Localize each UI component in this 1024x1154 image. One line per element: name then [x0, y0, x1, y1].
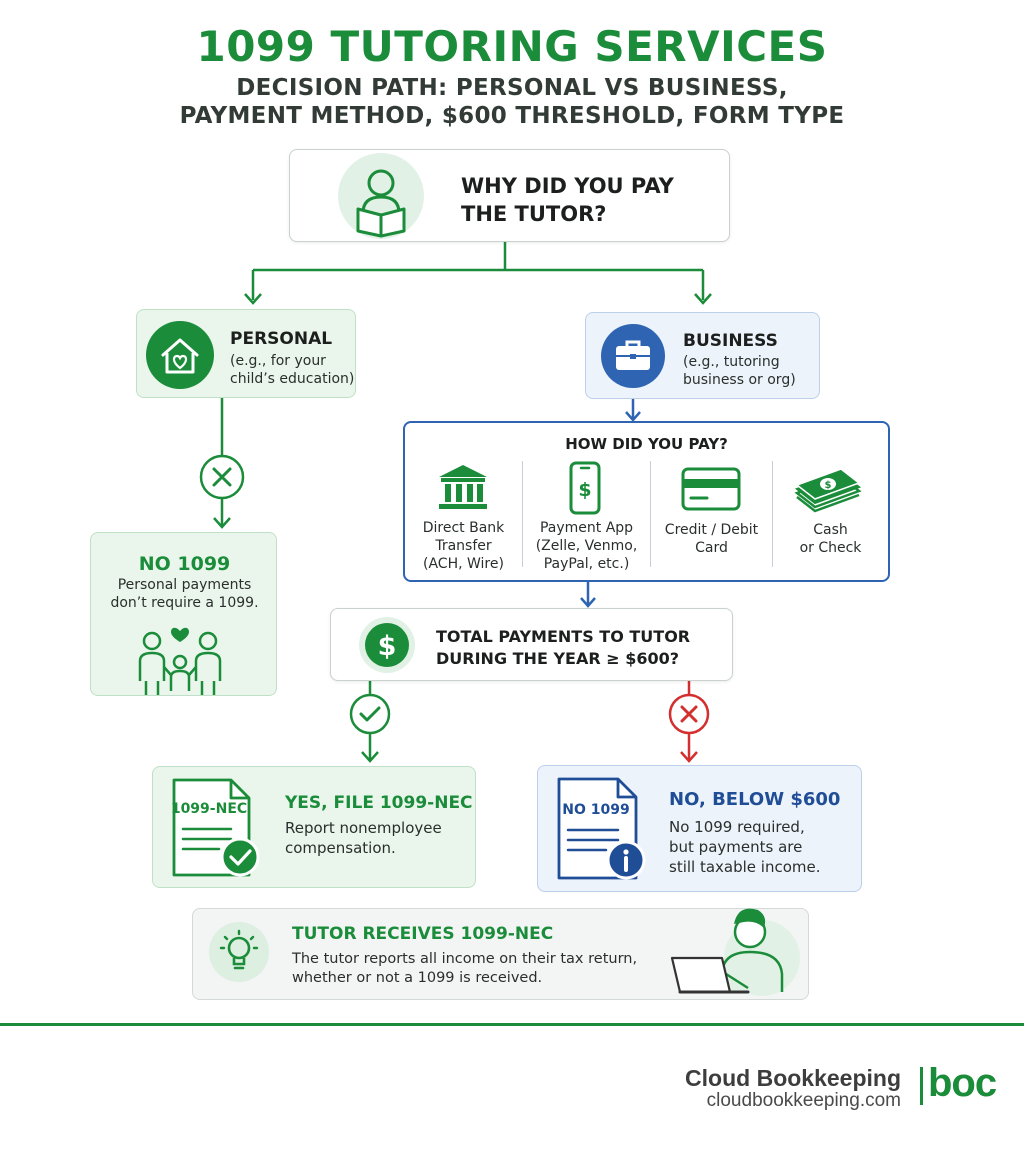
divider [522, 461, 523, 567]
no-1099-personal-box: NO 1099 Personal payments don’t require … [90, 532, 277, 696]
svg-text:$: $ [578, 479, 591, 501]
yes-file-line-1: Report nonemployee [285, 819, 442, 837]
tutor-receives-line-2: whether or not a 1099 is received. [292, 970, 543, 986]
yes-file-box: 1099-NEC YES, FILE 1099-NEC Report nonem… [152, 766, 476, 888]
yes-check-circle-icon [349, 693, 391, 735]
payment-method-app: Payment App (Zelle, Venmo, PayPal, etc.) [523, 519, 650, 573]
payment-method-label: PayPal, etc.) [543, 556, 630, 572]
payment-method-cash: Cash or Check [773, 521, 888, 557]
payment-method-label: Cash [813, 522, 848, 538]
payment-method-label: Payment App [539, 520, 634, 536]
footer-brand: Cloud Bookkeeping [685, 1065, 901, 1091]
question-box: WHY DID YOU PAY THE TUTOR? [289, 149, 730, 242]
personal-box: PERSONAL (e.g., for your child’s educati… [136, 309, 356, 398]
payment-methods-box: HOW DID YOU PAY? $ $ Direct Bank Transfe… [403, 421, 890, 582]
threshold-line-2: DURING THE YEAR ≥ $600? [436, 649, 680, 668]
threshold-box: $ TOTAL PAYMENTS TO TUTOR DURING THE YEA… [330, 608, 733, 681]
yes-file-line-2: compensation. [285, 839, 396, 857]
personal-example-line-1: (e.g., for your [230, 353, 326, 369]
personal-title: PERSONAL [230, 329, 333, 349]
reading-person-icon [338, 153, 424, 239]
payment-method-label: Transfer [435, 538, 492, 554]
subtitle-line-1: DECISION PATH: PERSONAL VS BUSINESS, [236, 75, 788, 101]
home-heart-icon [146, 321, 214, 389]
cash-icon: $ [794, 468, 862, 513]
no-x-red-circle-icon [668, 693, 710, 735]
threshold-line-1: TOTAL PAYMENTS TO TUTOR [436, 627, 691, 646]
divider [772, 461, 773, 567]
svg-text:$: $ [378, 631, 397, 662]
business-example-line-2: business or org) [683, 372, 796, 388]
footer-divider [0, 1023, 1024, 1026]
no-below-box: NO 1099 NO, BELOW $600 No 1099 required,… [537, 765, 862, 892]
yes-file-title: YES, FILE 1099-NEC [285, 793, 473, 813]
no-below-line-2: but payments are [669, 838, 803, 856]
divider [650, 461, 651, 567]
dollar-coin-icon: $ [359, 617, 415, 673]
payment-method-label: (ACH, Wire) [423, 556, 504, 572]
business-box: BUSINESS (e.g., tutoring business or org… [585, 312, 820, 399]
footer-url[interactable]: cloudbookkeeping.com [706, 1090, 901, 1111]
no-1099-personal-title: NO 1099 [138, 553, 231, 575]
briefcase-icon [601, 324, 665, 388]
no-below-title: NO, BELOW $600 [669, 789, 841, 810]
credit-card-icon [681, 467, 741, 511]
payment-method-label: (Zelle, Venmo, [535, 538, 638, 554]
tutor-receives-title: TUTOR RECEIVES 1099-NEC [292, 924, 554, 944]
lightbulb-icon [209, 922, 269, 982]
no-below-line-3: still taxable income. [669, 858, 821, 876]
payment-methods-title: HOW DID YOU PAY? [565, 435, 728, 453]
subtitle-line-2: PAYMENT METHOD, $600 THRESHOLD, FORM TYP… [179, 103, 845, 129]
payment-method-bank: Direct Bank Transfer (ACH, Wire) [405, 519, 522, 573]
no-1099-personal-line-2: don’t require a 1099. [110, 595, 259, 611]
no-x-circle-icon [199, 454, 245, 500]
bank-icon [439, 465, 487, 509]
family-icon [138, 627, 222, 695]
form-no-1099-info-icon: NO 1099 [557, 777, 646, 880]
person-laptop-icon [670, 908, 800, 996]
personal-example-line-2: child’s education) [230, 371, 355, 387]
no-below-line-1: No 1099 required, [669, 818, 805, 836]
question-text-line-2: THE TUTOR? [461, 202, 607, 226]
payment-method-label: Direct Bank [422, 520, 505, 536]
payment-method-card: Credit / Debit Card [651, 521, 772, 557]
svg-text:$: $ [825, 480, 832, 491]
question-text-line-1: WHY DID YOU PAY [461, 174, 674, 198]
phone-dollar-icon: $ [569, 461, 601, 515]
svg-text:NO 1099: NO 1099 [562, 802, 629, 818]
form-1099-nec-check-icon: 1099-NEC [171, 778, 260, 877]
svg-text:1099-NEC: 1099-NEC [171, 801, 247, 817]
business-title: BUSINESS [683, 331, 778, 351]
payment-method-label: or Check [799, 540, 862, 556]
payment-method-label: Card [695, 540, 728, 556]
brand-logo: boc [928, 1061, 997, 1105]
no-1099-personal-line-1: Personal payments [117, 577, 252, 593]
page-title: 1099 TUTORING SERVICES [196, 22, 828, 71]
business-example-line-1: (e.g., tutoring [683, 354, 780, 370]
payment-method-label: Credit / Debit [664, 522, 759, 538]
logo-bar [920, 1067, 923, 1105]
tutor-receives-line-1: The tutor reports all income on their ta… [292, 951, 638, 967]
